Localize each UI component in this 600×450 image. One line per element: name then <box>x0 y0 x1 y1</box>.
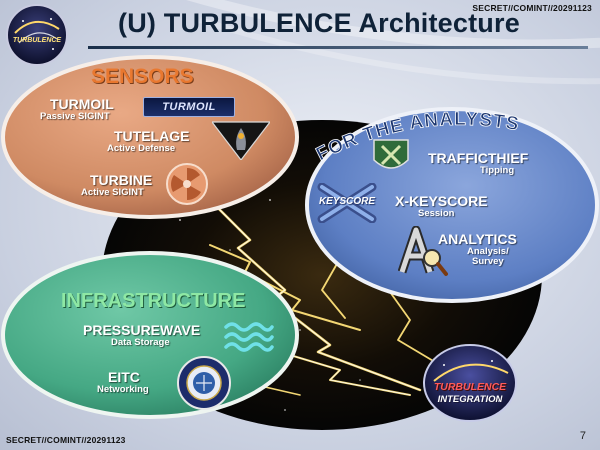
analytics-name: ANALYTICS <box>438 231 517 247</box>
eitc-seal-icon <box>176 355 232 411</box>
classification-bottom: SECRET//COMINT//20291123 <box>6 435 126 445</box>
turbine-icon <box>165 162 209 206</box>
integration-line1: TURBULENCE <box>433 381 507 393</box>
turbulence-logo: TURBULENCE <box>5 3 69 67</box>
tutelage-badge-icon <box>210 120 272 161</box>
integration-badge: TURBULENCE INTEGRATION <box>422 343 518 423</box>
page-number: 7 <box>579 430 586 442</box>
turmoil-badge: TURMOIL <box>143 97 235 117</box>
infrastructure-heading: INFRASTRUCTURE <box>61 290 246 312</box>
turbine-name: TURBINE <box>90 172 153 188</box>
tutelage-desc: Active Defense <box>107 143 176 154</box>
xkeyscore-desc: Session <box>418 208 455 219</box>
turbine-desc: Active SIGINT <box>81 187 144 198</box>
xkeyscore-name: X-KEYSCORE <box>395 193 488 209</box>
eitc-name: EITC <box>108 369 140 385</box>
analytics-desc-line2: Survey <box>472 256 504 267</box>
trafficthief-icon <box>370 138 412 176</box>
sensors-heading: SENSORS <box>91 65 194 88</box>
logo-text: TURBULENCE <box>12 37 62 44</box>
tutelage-name: TUTELAGE <box>114 128 190 144</box>
pressurewave-name: PRESSUREWAVE <box>83 322 201 338</box>
trafficthief-desc: Tipping <box>480 165 515 176</box>
wave-icon <box>222 319 274 355</box>
analysts-heading: FOR THE ANALYSTS <box>313 108 521 165</box>
classification-top: SECRET//COMINT//20291123 <box>472 3 592 13</box>
turmoil-name: TURMOIL <box>50 96 114 112</box>
turmoil-badge-text: TURMOIL <box>162 101 216 113</box>
title-rule <box>88 46 588 49</box>
page-title: (U) TURBULENCE Architecture <box>118 8 520 38</box>
eitc-desc: Networking <box>97 384 149 395</box>
trafficthief-name: TRAFFICTHIEF <box>428 150 529 166</box>
xkeyscore-badge-text: KEYSCORE <box>318 196 376 207</box>
xkeyscore-badge: KEYSCORE <box>316 182 378 224</box>
analytics-icon <box>397 225 450 278</box>
turmoil-desc: Passive SIGINT <box>40 111 110 122</box>
pressurewave-desc: Data Storage <box>111 337 170 348</box>
integration-line2: INTEGRATION <box>437 394 503 405</box>
analytics-desc: Analysis/ <box>467 246 509 257</box>
